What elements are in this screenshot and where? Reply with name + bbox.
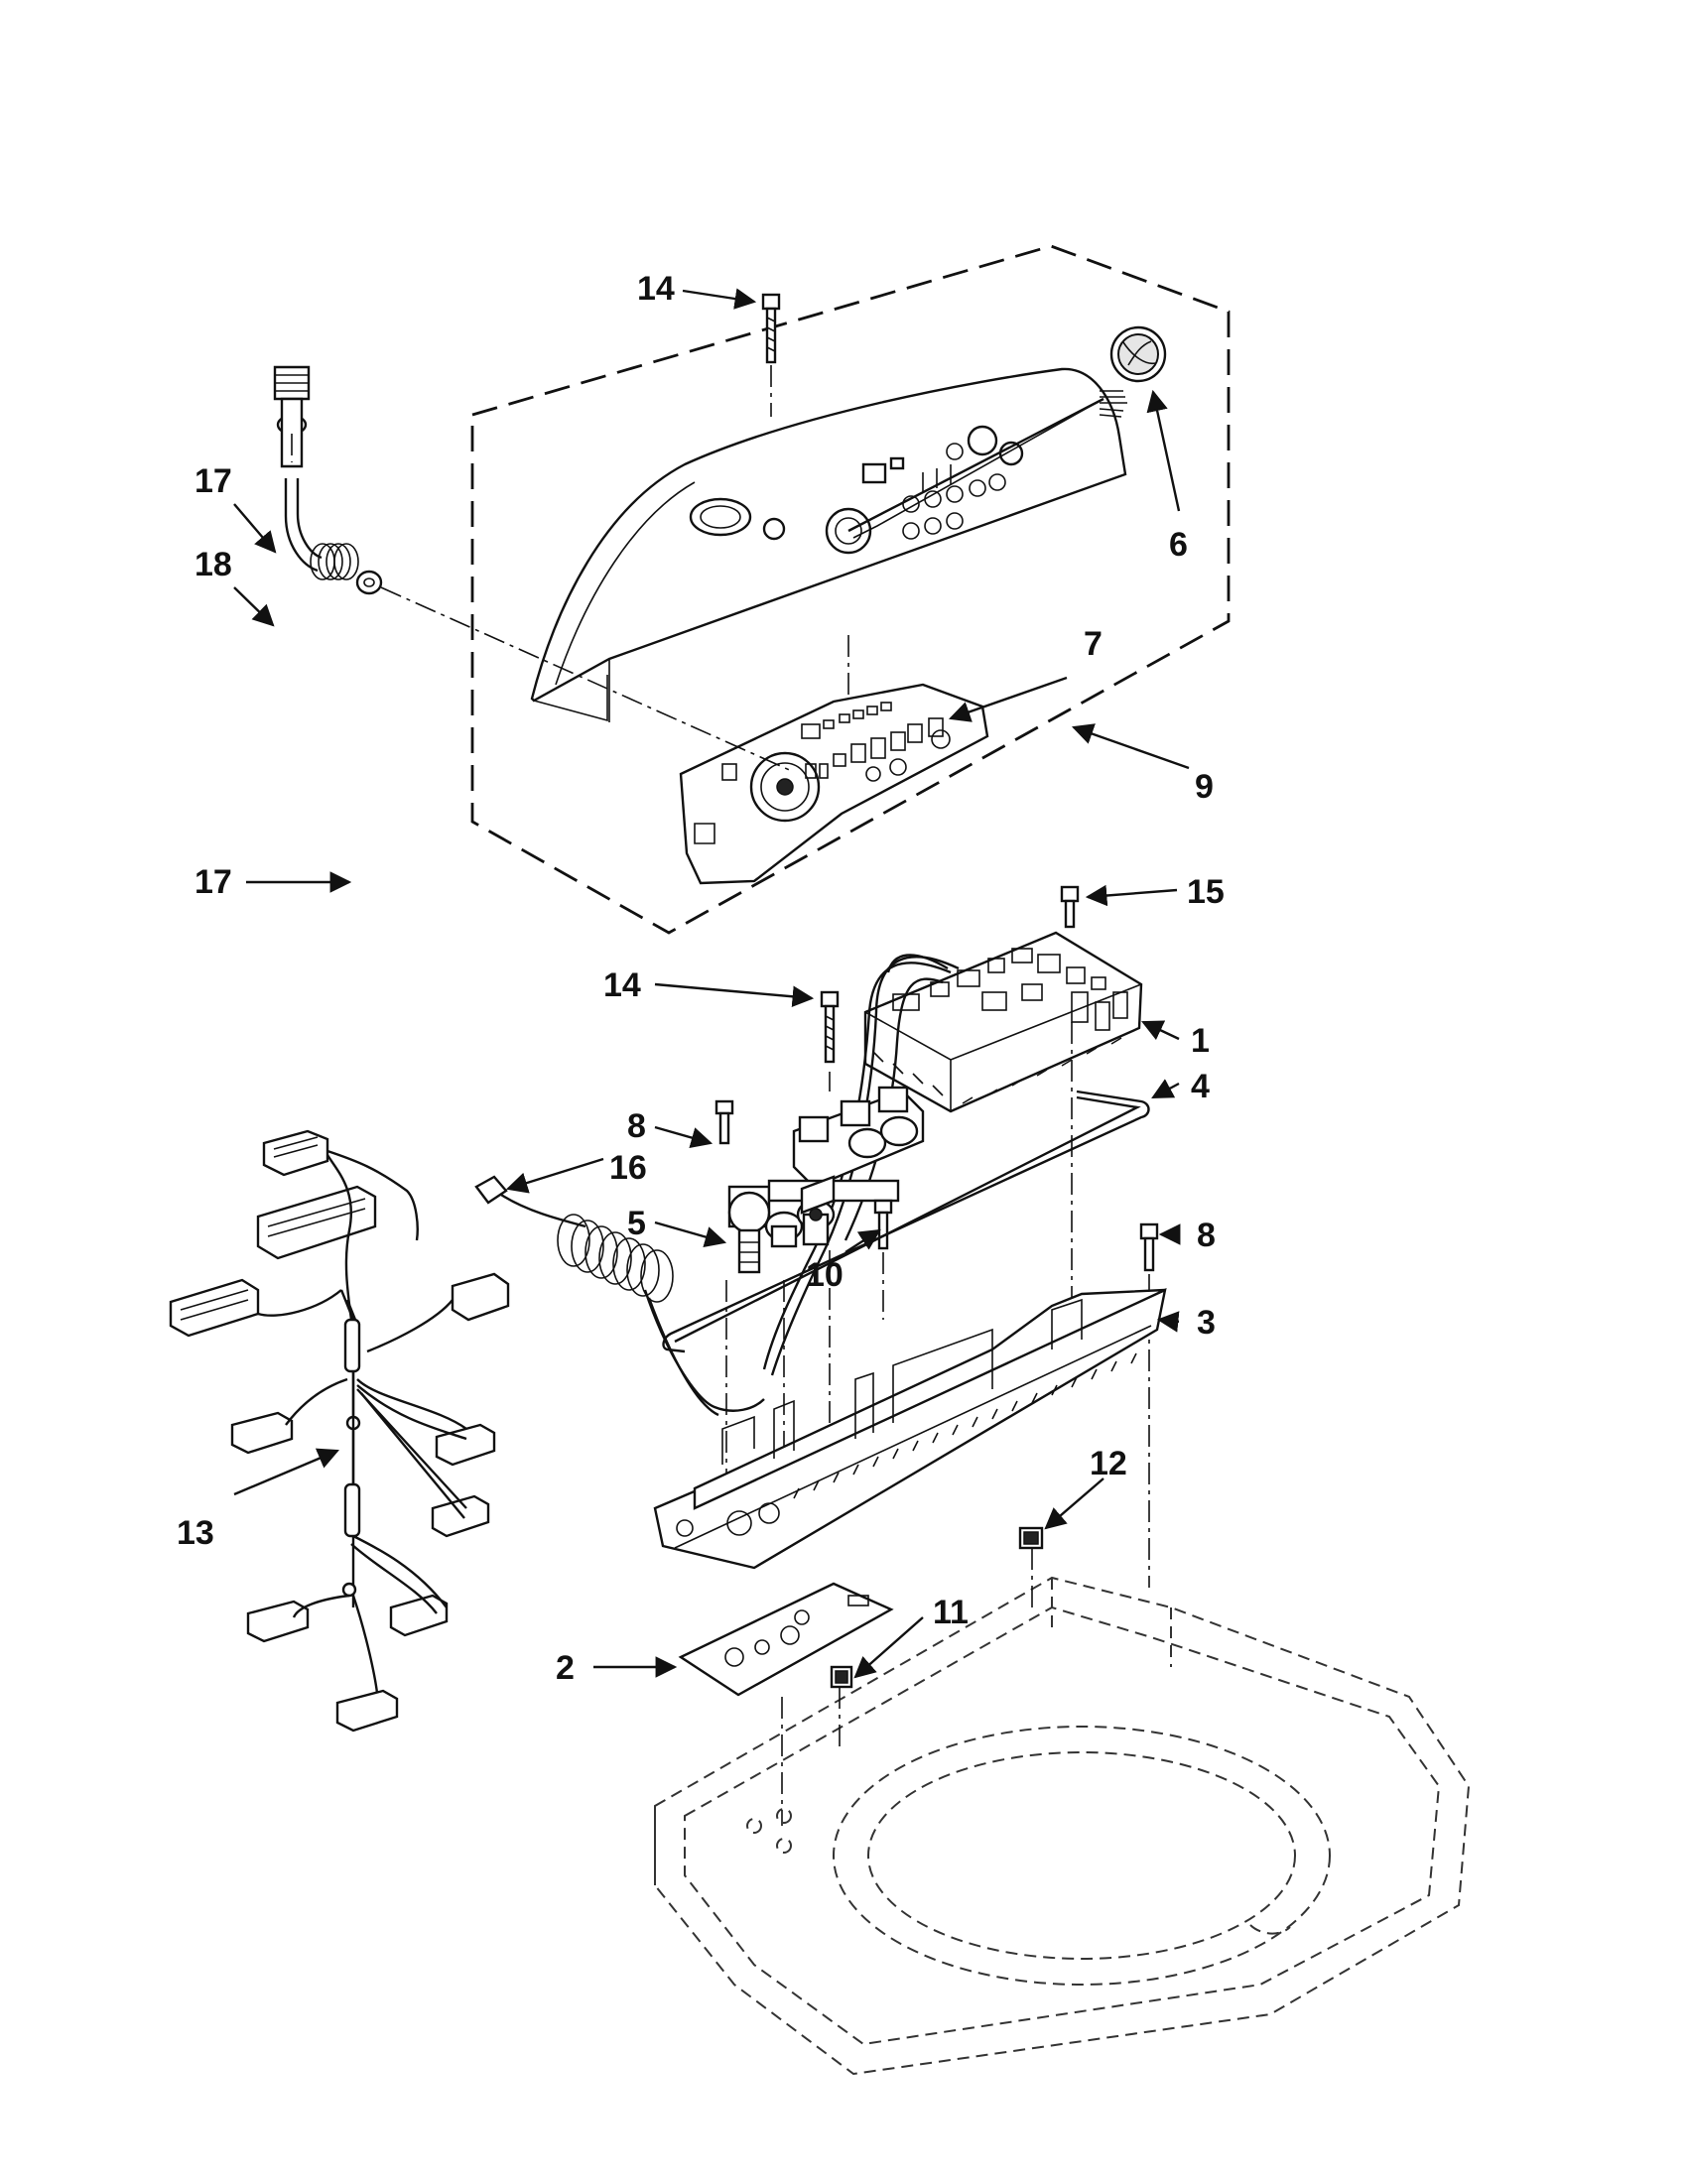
- callout-6: 6: [1169, 526, 1188, 564]
- main-control-board: [863, 931, 1143, 1113]
- cabinet-top-ghost: [654, 1576, 1471, 2076]
- callout-8-right: 8: [1197, 1217, 1216, 1254]
- callout-11: 11: [933, 1594, 969, 1631]
- leader-7: [948, 676, 1068, 722]
- callout-5: 5: [627, 1205, 646, 1242]
- console-electronics-board: [679, 683, 989, 885]
- callout-1: 1: [1191, 1022, 1210, 1060]
- console-rod: [662, 1090, 1150, 1353]
- screw-15: [1060, 885, 1080, 929]
- callout-2: 2: [556, 1649, 575, 1687]
- leader-13: [233, 1448, 339, 1496]
- console-knob: [1109, 325, 1167, 383]
- bracket-plate: [678, 1582, 894, 1697]
- screw-8-right: [1139, 1222, 1159, 1272]
- fill-hose: [273, 365, 383, 595]
- screw-8-left: [714, 1099, 734, 1145]
- leader-5: [654, 1220, 727, 1248]
- clip-11: [830, 1665, 853, 1689]
- callout-13: 13: [177, 1514, 214, 1552]
- console-assembly-boundary: [470, 244, 1231, 935]
- leader-9: [1071, 723, 1190, 770]
- leader-6: [1146, 389, 1181, 512]
- console-base: [653, 1287, 1167, 1570]
- screw-14-top: [761, 293, 781, 364]
- leader-12: [1044, 1477, 1104, 1530]
- callout-16: 16: [609, 1149, 647, 1187]
- clip-12: [1018, 1526, 1044, 1550]
- callout-15: 15: [1187, 873, 1225, 911]
- leader-1: [1141, 1020, 1180, 1041]
- callout-12: 12: [1090, 1445, 1127, 1482]
- control-console-panel: [530, 367, 1127, 722]
- wire-harness: [169, 1129, 510, 1733]
- callout-3: 3: [1197, 1304, 1216, 1342]
- callout-7: 7: [1084, 625, 1103, 663]
- callout-14-mid: 14: [603, 966, 641, 1004]
- pressure-hose: [474, 1175, 765, 1417]
- leader-14b: [654, 982, 815, 1008]
- callout-8-left: 8: [627, 1107, 646, 1145]
- leader-3: [1156, 1311, 1180, 1333]
- screw-14-mid: [820, 990, 840, 1064]
- callout-18: 18: [195, 546, 232, 583]
- water-inlet-valve: [727, 1086, 925, 1274]
- leader-10: [844, 1228, 881, 1254]
- leader-4: [1151, 1079, 1180, 1099]
- leader-11: [853, 1616, 924, 1679]
- leader-17a: [233, 503, 277, 554]
- leader-14a: [682, 288, 757, 310]
- leader-15: [1085, 884, 1178, 907]
- leader-8a: [654, 1125, 714, 1149]
- callout-14-top: 14: [637, 270, 675, 308]
- screw-10: [873, 1199, 893, 1250]
- callout-17-mid: 17: [195, 863, 232, 901]
- leader-16: [505, 1157, 604, 1194]
- callout-17-top: 17: [195, 462, 232, 500]
- callout-4: 4: [1191, 1068, 1210, 1105]
- callout-9: 9: [1195, 768, 1214, 806]
- callout-10: 10: [806, 1256, 844, 1294]
- leader-18: [233, 586, 275, 627]
